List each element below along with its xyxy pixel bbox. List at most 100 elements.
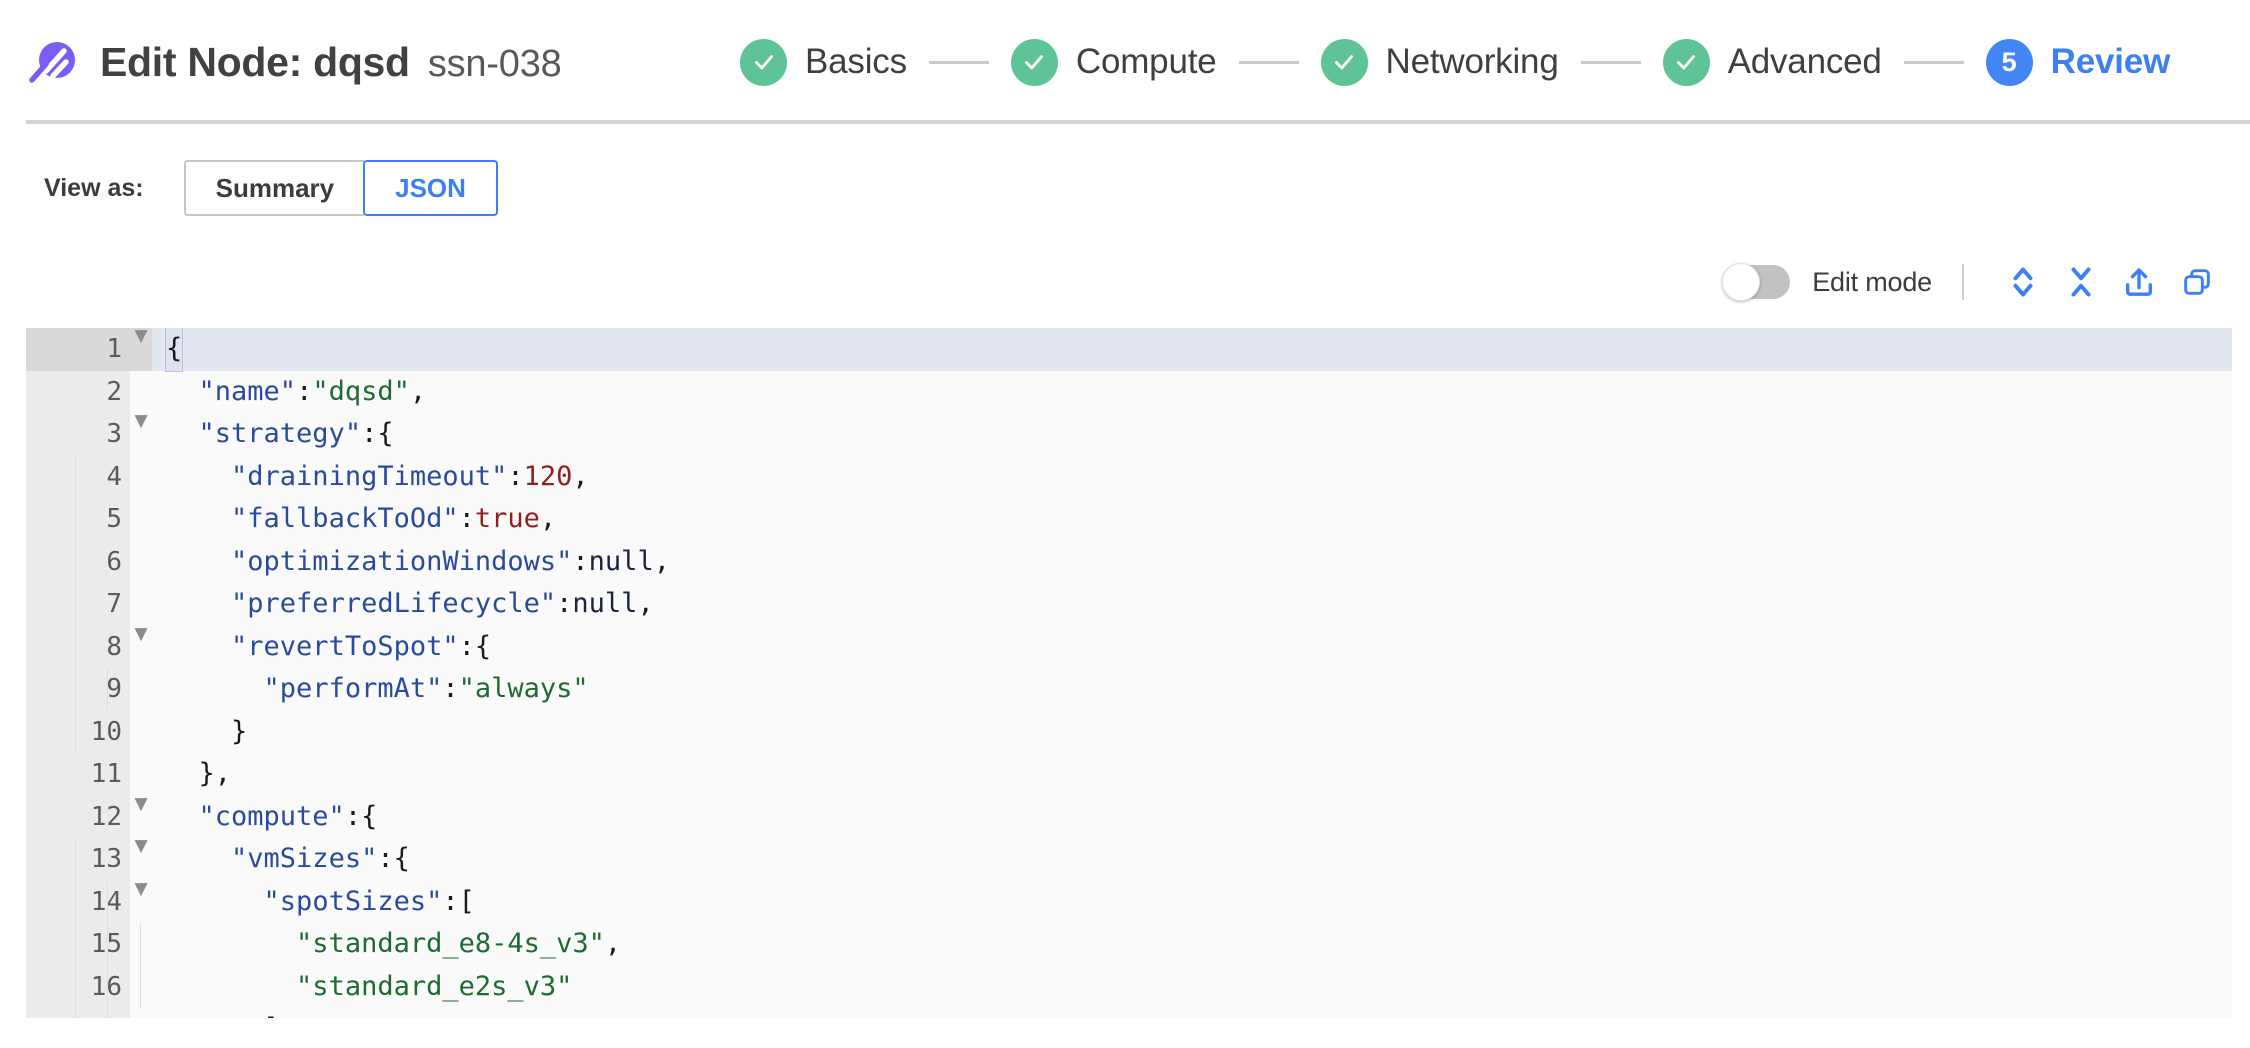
fold-spacer: [130, 966, 152, 1009]
fold-spacer: [130, 711, 152, 754]
code-line[interactable]: 12▼ "compute": {: [26, 793, 2232, 838]
code-text: "performAt": "always": [263, 673, 589, 704]
json-editor-body[interactable]: 1▼{2 "name": "dqsd",3▼ "strategy": {4 "d…: [26, 328, 2232, 1018]
spot-comet-logo-icon: [26, 36, 78, 88]
step-compute-check-icon: [1010, 38, 1058, 86]
step-review-number: 5: [2001, 46, 2017, 77]
toolbar-divider: [1962, 264, 1964, 300]
fold-toggle-icon[interactable]: ▼: [134, 793, 148, 814]
code-line[interactable]: 6 "optimizationWindows": null,: [26, 540, 2232, 583]
code-line[interactable]: 3▼ "strategy": {: [26, 413, 2232, 456]
step-review[interactable]: 5 Review: [1985, 38, 2170, 86]
indent-guide: [107, 1008, 108, 1018]
json-editor[interactable]: 1▼{2 "name": "dqsd",3▼ "strategy": {4 "d…: [26, 328, 2232, 1018]
fold-toggle-icon[interactable]: ▼: [134, 411, 148, 431]
line-number: 7: [26, 583, 130, 626]
indent-guide: [107, 965, 108, 1008]
indent-guide: [74, 838, 76, 881]
line-number: 1: [26, 328, 130, 371]
code-line[interactable]: 9 "performAt": "always": [26, 668, 2232, 711]
step-connector: [1238, 60, 1299, 64]
editor-toolbar: Edit mode: [0, 216, 2250, 304]
step-connector: [928, 60, 989, 64]
step-basics-check-icon: [740, 38, 787, 86]
expand-all-icon[interactable]: [1996, 260, 2050, 304]
code-text: {: [152, 328, 2232, 372]
code-line[interactable]: 14▼ "spotSizes": [: [26, 878, 2232, 923]
line-number: 14: [26, 880, 130, 923]
code-text: "compute": {: [198, 800, 378, 832]
code-text: "optimizationWindows": null,: [231, 545, 670, 577]
edit-mode-toggle[interactable]: [1722, 263, 1791, 301]
step-networking[interactable]: Networking: [1320, 38, 1559, 86]
share-export-icon[interactable]: [2112, 260, 2166, 304]
line-number: 3: [26, 413, 130, 456]
code-text: "drainingTimeout": 120,: [231, 460, 589, 492]
fold-toggle-icon[interactable]: ▼: [134, 878, 148, 899]
indent-guide: [74, 668, 76, 711]
indent-guide: [139, 965, 141, 1008]
page-title-subtitle: ssn-038: [427, 42, 562, 85]
line-number: 8: [26, 625, 130, 668]
line-number: 10: [26, 710, 130, 753]
line-number: 12: [26, 795, 130, 838]
indent-guide: [74, 455, 76, 498]
step-basics-label: Basics: [805, 42, 907, 81]
code-line[interactable]: 16 "standard_e2s_v3": [26, 965, 2232, 1009]
fold-toggle-icon[interactable]: ▼: [134, 623, 148, 644]
indent-guide: [107, 880, 108, 923]
view-as-json-button[interactable]: JSON: [363, 160, 498, 216]
indent-guide: [74, 923, 76, 966]
code-line[interactable]: 10 }: [26, 710, 2232, 754]
line-number: 2: [26, 370, 130, 413]
line-number: 15: [26, 923, 130, 966]
code-line[interactable]: 5 "fallbackToOd": true,: [26, 498, 2232, 541]
step-compute[interactable]: Compute: [1010, 38, 1217, 86]
step-basics[interactable]: Basics: [740, 38, 907, 86]
code-line[interactable]: 15 "standard_e8-4s_v3",: [26, 923, 2232, 966]
code-line[interactable]: 7 "preferredLifecycle": null,: [26, 583, 2232, 626]
page-title-main: Edit Node: dqsd: [100, 38, 410, 85]
view-as-label: View as:: [44, 173, 144, 202]
step-networking-label: Networking: [1385, 42, 1559, 81]
code-line[interactable]: 17 ],: [26, 1008, 2232, 1018]
indent-guide: [74, 583, 76, 626]
code-text: "preferredLifecycle": null,: [231, 588, 654, 619]
indent-guide: [74, 965, 76, 1008]
code-text: "standard_e8-4s_v3",: [296, 928, 622, 959]
indent-guide: [139, 923, 141, 966]
fold-toggle-icon[interactable]: ▼: [130, 328, 152, 371]
line-number: 6: [26, 540, 130, 583]
fold-spacer: [130, 668, 152, 711]
line-number: 17: [26, 1008, 130, 1018]
code-text: "fallbackToOd": true,: [231, 503, 557, 534]
view-as-row: View as: Summary JSON: [0, 124, 2250, 216]
indent-guide: [74, 625, 76, 668]
step-advanced-label: Advanced: [1727, 42, 1882, 81]
code-line[interactable]: 8▼ "revertToSpot": {: [26, 623, 2232, 668]
fold-spacer: [130, 753, 152, 796]
line-number: 16: [26, 965, 130, 1008]
code-line[interactable]: 11 },: [26, 753, 2232, 796]
step-review-number-badge: 5: [1985, 38, 2033, 86]
step-advanced[interactable]: Advanced: [1662, 38, 1882, 86]
view-as-summary-button[interactable]: Summary: [183, 160, 365, 216]
fold-spacer: [130, 583, 152, 626]
view-as-segmented-control: Summary JSON: [183, 160, 498, 216]
step-advanced-check-icon: [1662, 38, 1710, 86]
line-number: 9: [26, 668, 130, 711]
collapse-all-icon[interactable]: [2054, 260, 2108, 304]
code-line[interactable]: 2 "name": "dqsd",: [26, 370, 2232, 413]
line-number: 5: [26, 498, 130, 541]
code-line[interactable]: 13▼ "vmSizes": {: [26, 838, 2232, 881]
copy-icon[interactable]: [2170, 260, 2224, 304]
fold-toggle-icon[interactable]: ▼: [134, 836, 148, 856]
code-line[interactable]: 1▼{: [26, 328, 2232, 372]
line-number: 13: [26, 838, 130, 881]
edit-mode-label: Edit mode: [1812, 266, 1932, 297]
code-line[interactable]: 4 "drainingTimeout": 120,: [26, 455, 2232, 498]
code-text: "vmSizes": {: [231, 843, 410, 874]
indent-guide: [74, 710, 76, 753]
code-text: ],: [152, 1008, 2232, 1018]
indent-guide: [107, 668, 108, 711]
